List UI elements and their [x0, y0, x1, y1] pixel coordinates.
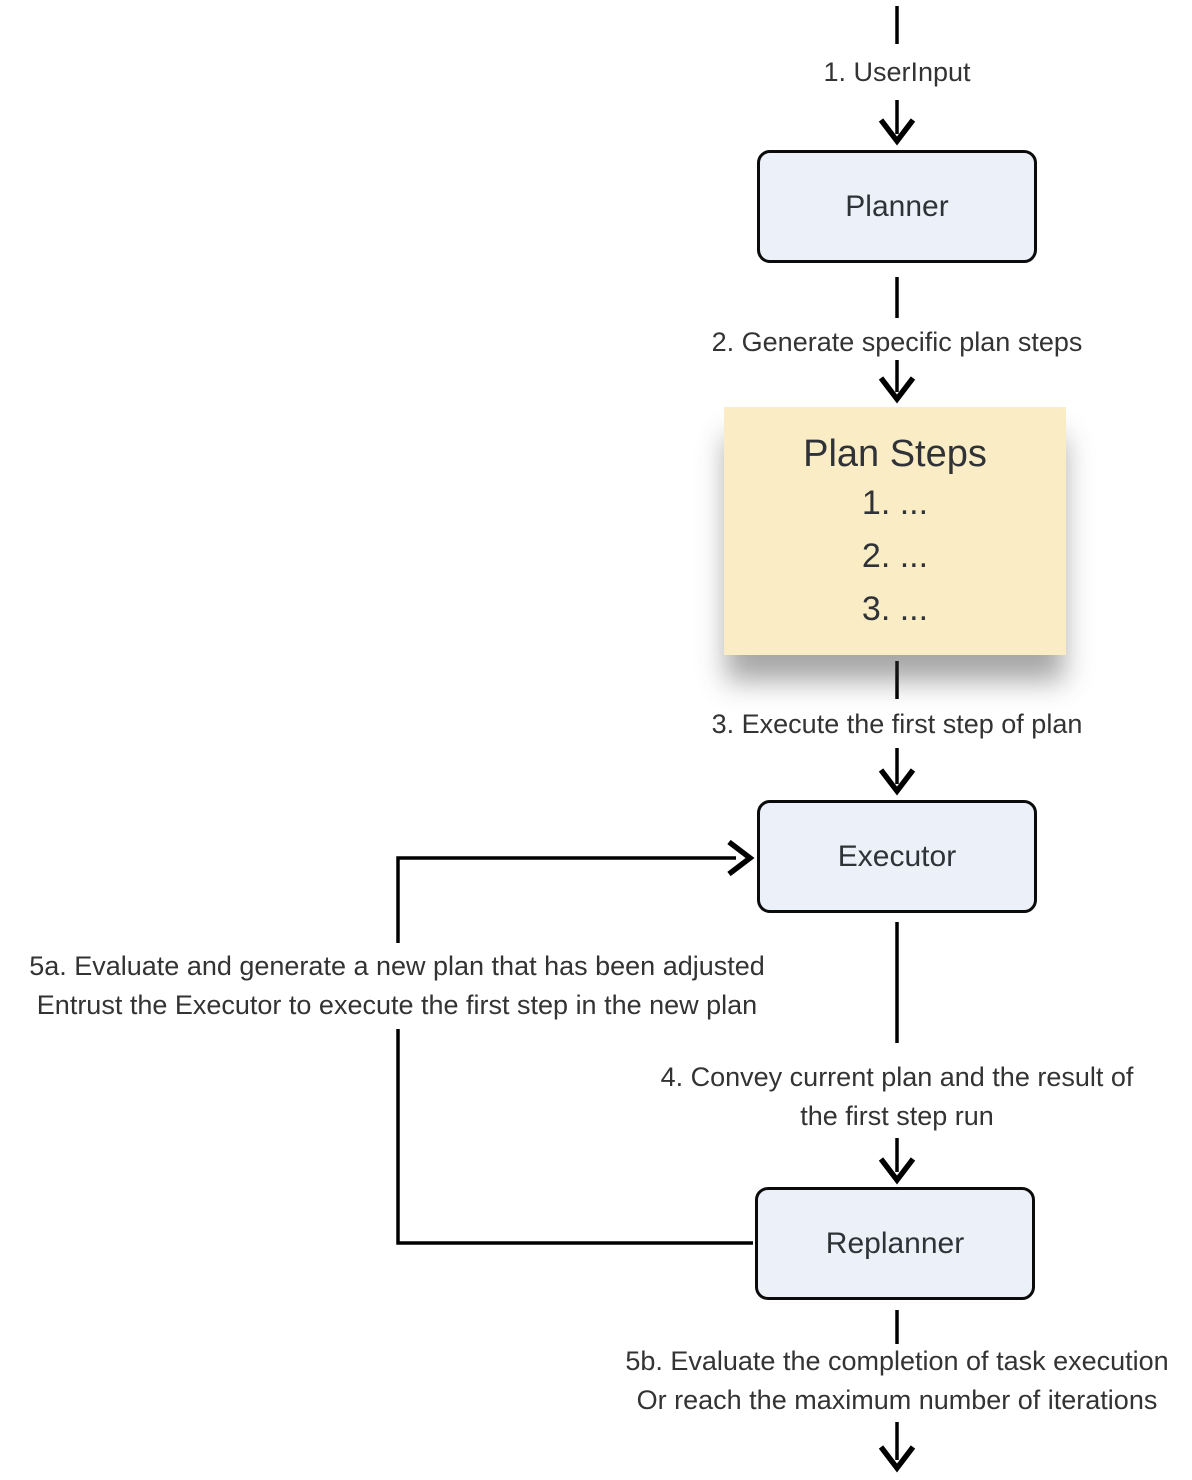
note-title: Plan Steps: [803, 433, 987, 475]
node-executor: Executor: [757, 800, 1037, 913]
arrow-replanner-head: [878, 1157, 916, 1185]
edge-replan-loop: [396, 856, 753, 1245]
note-plan-steps: Plan Steps 1. ... 2. ... 3. ...: [724, 407, 1066, 655]
node-replanner-label: Replanner: [825, 1226, 965, 1260]
edge-label-line: the first step run: [800, 1101, 994, 1131]
arrow-loop-head: [727, 839, 755, 877]
arrow-userinput-head: [878, 118, 916, 146]
node-planner: Planner: [757, 150, 1037, 263]
note-item: 3. ...: [861, 590, 929, 628]
note-item: 1. ...: [861, 484, 929, 522]
edge-label-line: 4. Convey current plan and the result of: [660, 1062, 1134, 1092]
edge-label-line: 1. UserInput: [823, 57, 971, 87]
edge-label-userinput: 1. UserInput: [823, 53, 970, 92]
edge-label-replan-loop: 5a. Evaluate and generate a new plan tha…: [23, 943, 771, 1029]
node-planner-label: Planner: [845, 189, 949, 223]
edge-label-line: 3. Execute the first step of plan: [711, 709, 1083, 739]
edge-label-evaluate-completion: 5b. Evaluate the completion of task exec…: [625, 1342, 1168, 1420]
edge-label-generate-plan: 2. Generate specific plan steps: [712, 323, 1083, 362]
node-replanner: Replanner: [755, 1187, 1035, 1300]
note-item: 2. ...: [861, 537, 929, 575]
arrow-executor-head: [878, 768, 916, 796]
edge-label-line: 2. Generate specific plan steps: [711, 327, 1083, 357]
edge-label-execute-first-step: 3. Execute the first step of plan: [712, 705, 1083, 744]
edge-label-line: 5b. Evaluate the completion of task exec…: [625, 1346, 1169, 1376]
arrow-plansteps-head: [878, 376, 916, 404]
edge-label-line: 5a. Evaluate and generate a new plan tha…: [29, 951, 765, 981]
edge-label-convey-result: 4. Convey current plan and the result of…: [661, 1058, 1134, 1136]
node-executor-label: Executor: [837, 839, 957, 873]
edge-label-line: Entrust the Executor to execute the firs…: [36, 990, 758, 1020]
arrow-exit-head: [878, 1445, 916, 1473]
edge-label-line: Or reach the maximum number of iteration…: [636, 1385, 1158, 1415]
